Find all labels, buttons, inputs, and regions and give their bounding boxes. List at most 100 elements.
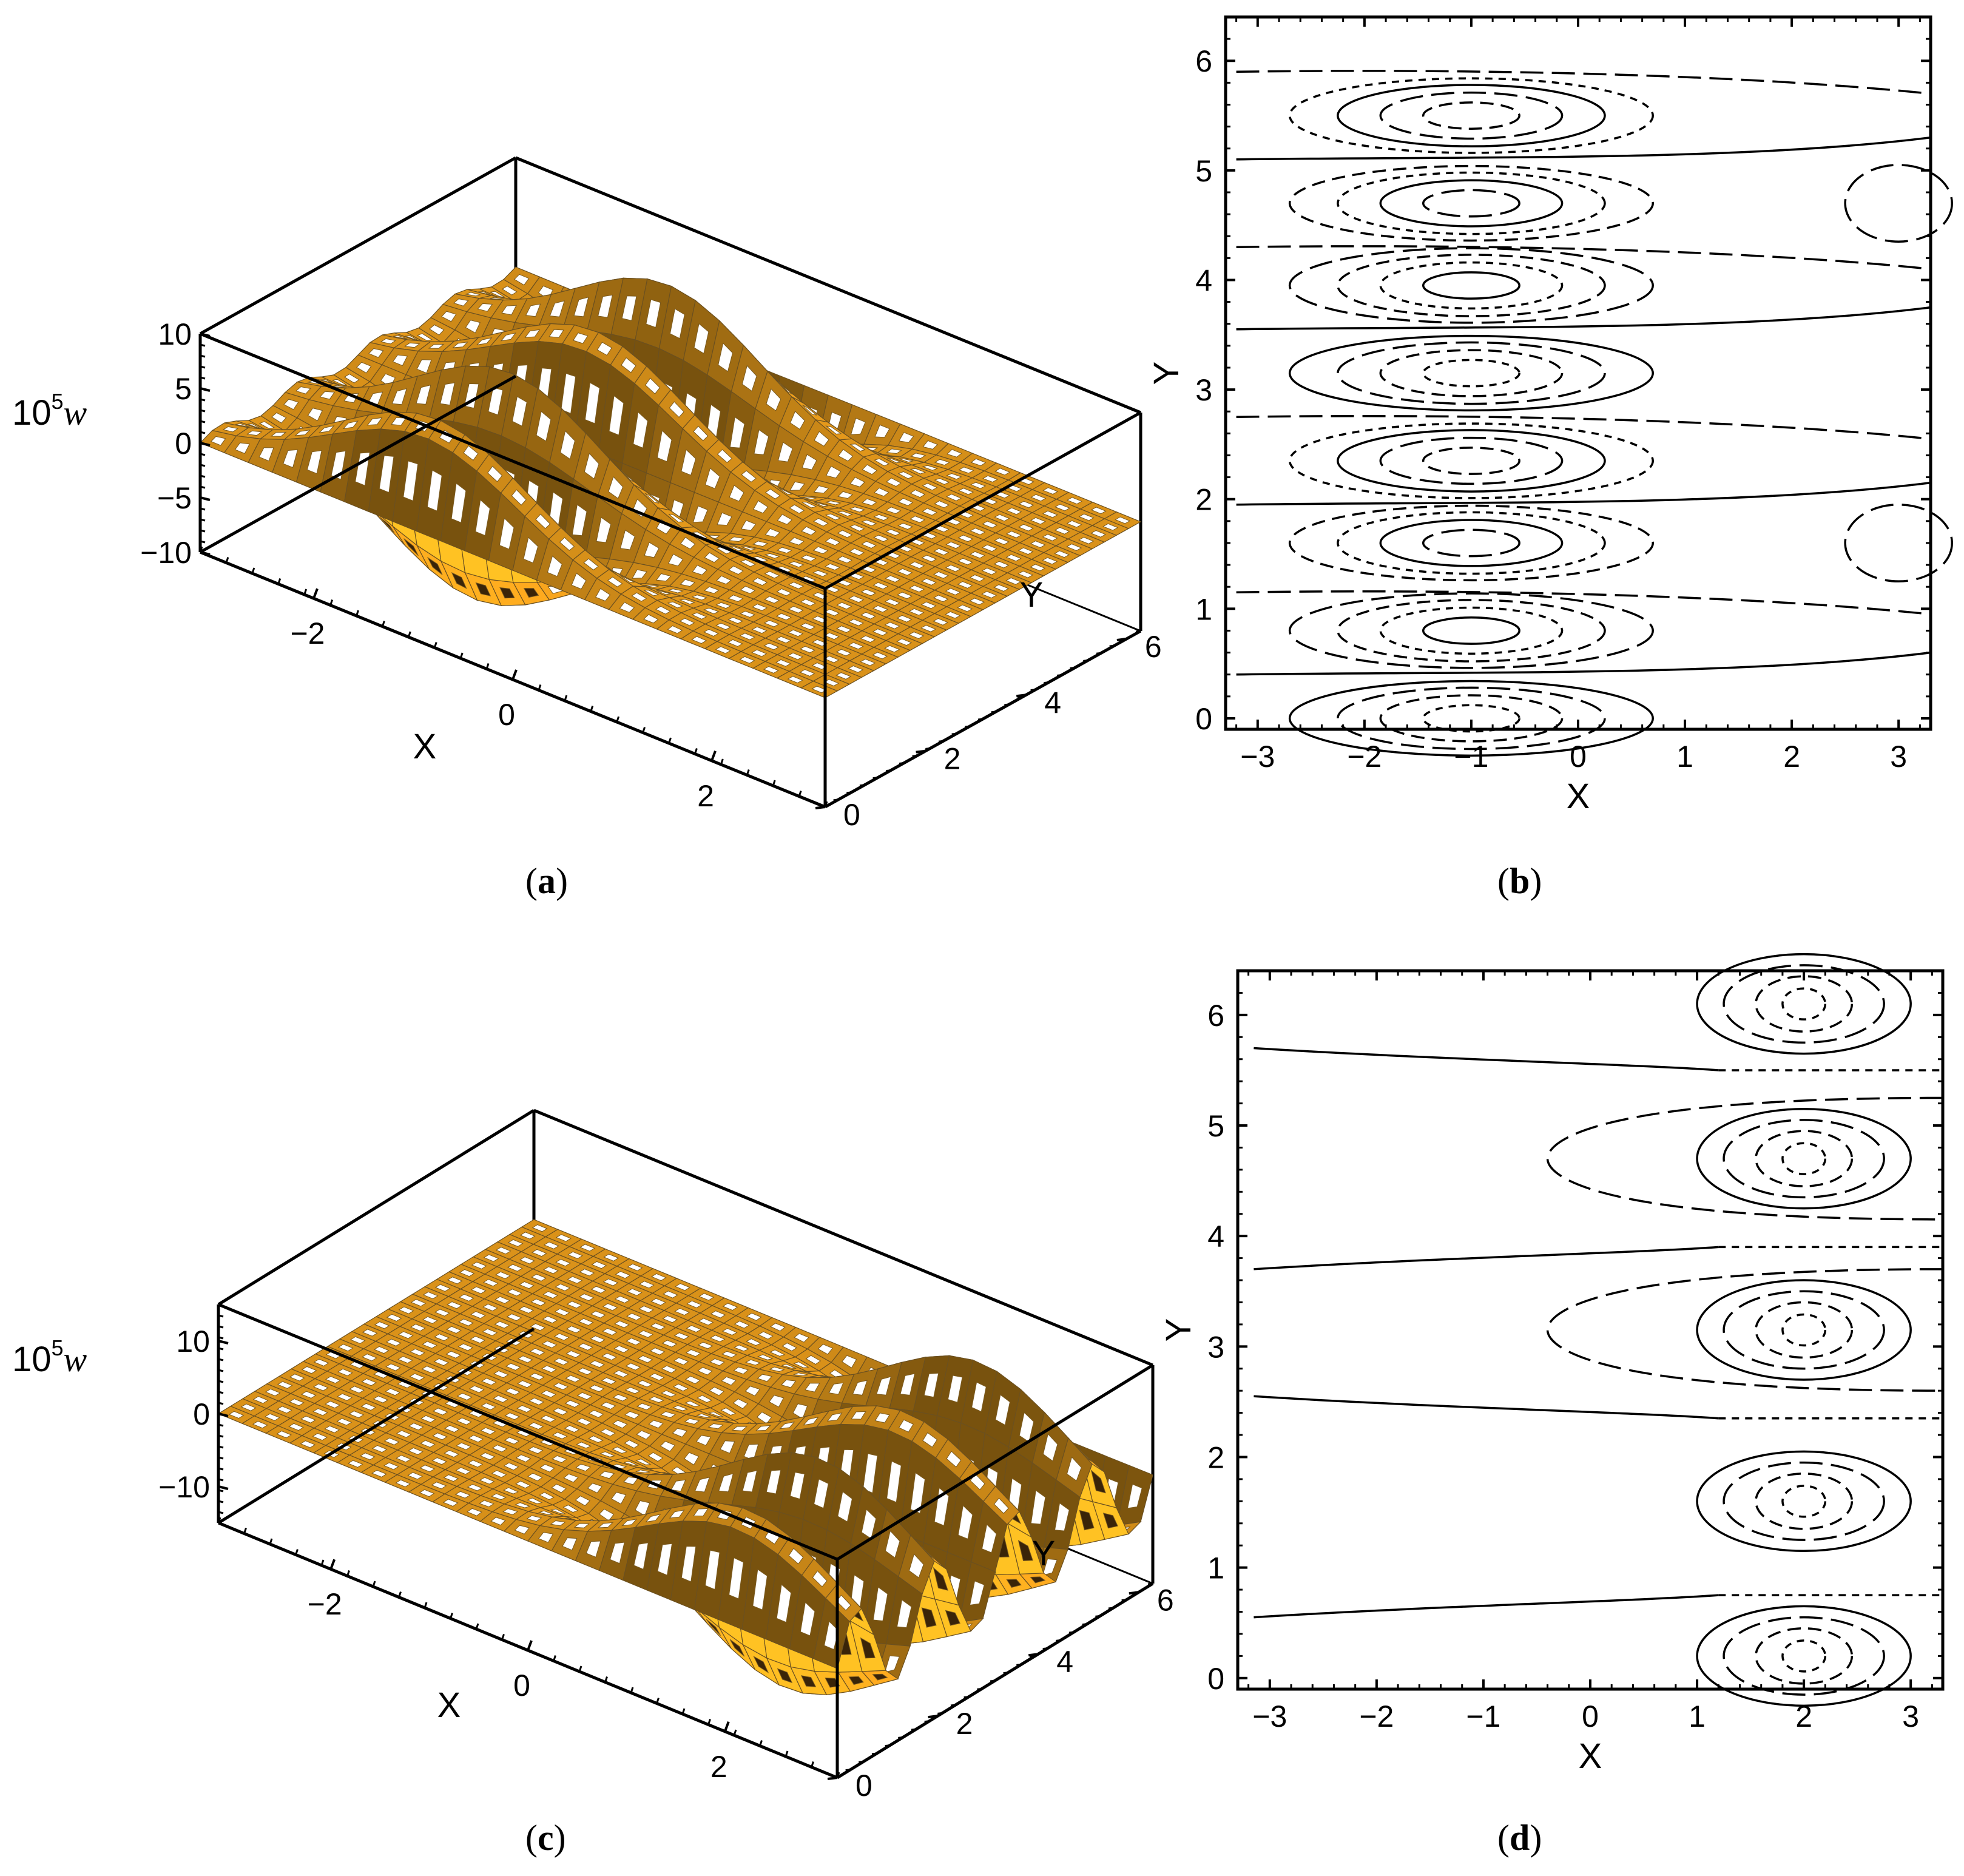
surface-hole xyxy=(958,467,974,474)
surface-hole xyxy=(757,1411,772,1425)
surface-hole xyxy=(478,1500,494,1508)
surface-hole xyxy=(681,449,697,476)
x-minor-tick xyxy=(346,1570,350,1576)
surface-hole xyxy=(667,589,684,593)
surface-hole xyxy=(408,1422,424,1431)
surface-hole xyxy=(706,1619,721,1636)
surface-hole xyxy=(896,592,913,599)
surface-hole xyxy=(595,588,611,602)
z-minor-tick xyxy=(200,464,206,467)
surface-hole xyxy=(507,1289,522,1297)
z-minor-tick xyxy=(200,354,206,358)
x-minor-tick xyxy=(433,642,437,648)
surface-hole xyxy=(1006,507,1022,515)
surface-mesh xyxy=(217,1219,1153,1696)
surface-hole xyxy=(621,357,636,373)
surface-hole xyxy=(395,1479,411,1488)
surface-hole xyxy=(684,1418,700,1425)
surface-hole xyxy=(751,626,768,634)
surface-hole xyxy=(812,546,829,555)
surface-hole xyxy=(459,1269,475,1277)
surface-hole xyxy=(734,1320,750,1329)
surface-hole xyxy=(703,629,720,637)
surface-hole xyxy=(874,458,890,467)
surface-hole xyxy=(452,341,469,348)
surface-hole xyxy=(374,1321,390,1329)
surface-hole xyxy=(945,564,962,572)
surface-hole xyxy=(777,514,793,525)
contour-loop xyxy=(1755,1130,1854,1187)
surface-hole xyxy=(385,1338,402,1346)
surface-hole xyxy=(823,632,840,640)
surface-hole xyxy=(553,1333,570,1341)
contour-loop xyxy=(1337,171,1606,235)
surface-hole xyxy=(337,1393,353,1401)
x-minor-tick xyxy=(668,737,672,744)
surface-hole xyxy=(431,1482,447,1490)
surface-hole xyxy=(609,1542,625,1564)
surface-hole xyxy=(981,567,997,575)
surface-hole xyxy=(679,599,696,605)
surface-hole xyxy=(561,373,576,414)
surface-hole xyxy=(886,1460,902,1503)
box-edge xyxy=(199,156,517,336)
surface-hole xyxy=(849,444,866,452)
surface-hole xyxy=(572,504,587,536)
surface-hole xyxy=(467,1508,482,1516)
z-minor-tick xyxy=(200,485,206,489)
surface-hole xyxy=(567,1276,583,1284)
surface-hole xyxy=(823,655,840,663)
y-minor-tick xyxy=(925,747,931,750)
surface-hole xyxy=(1066,497,1083,505)
surface-hole xyxy=(551,1483,567,1493)
surface-hole xyxy=(393,335,408,340)
surface-hole xyxy=(528,1397,545,1406)
z-minor-tick xyxy=(218,1402,224,1405)
z-minor-tick xyxy=(218,1391,224,1394)
x-tick-label: −1 xyxy=(1454,740,1488,774)
contour-loop xyxy=(1288,77,1654,154)
surface-hole xyxy=(602,1303,618,1311)
surface-hole xyxy=(835,626,852,633)
surface-hole xyxy=(781,1342,797,1352)
surface-hole xyxy=(300,1440,316,1448)
y-tick-label: 2 xyxy=(956,1707,973,1741)
surface-hole xyxy=(589,1360,606,1368)
x-minor-tick xyxy=(459,652,464,659)
surface-hole xyxy=(307,408,323,422)
surface-hole xyxy=(741,365,757,392)
surface-hole xyxy=(481,1402,496,1411)
surface-hole xyxy=(835,649,852,656)
contour-loop xyxy=(1723,1616,1885,1696)
x-minor-tick xyxy=(798,791,802,797)
surface-hole xyxy=(410,1299,427,1307)
surface-hole xyxy=(741,546,756,551)
surface-hole xyxy=(366,417,383,426)
surface-hole xyxy=(555,1283,571,1292)
surface-hole xyxy=(715,646,731,654)
surface-hole xyxy=(349,1336,366,1345)
surface-hole xyxy=(1066,1456,1082,1482)
surface-hole xyxy=(542,1315,558,1324)
surface-hole xyxy=(718,1473,734,1493)
y-minor-tick xyxy=(1083,659,1088,662)
x-minor-tick xyxy=(642,727,646,733)
surface-hole xyxy=(686,1300,703,1309)
surface-hole xyxy=(801,526,817,536)
surface-hole xyxy=(631,592,647,602)
surface-hole xyxy=(1017,1539,1033,1561)
surface-hole xyxy=(945,1610,960,1626)
surface-hole xyxy=(517,1355,533,1363)
surface-hole xyxy=(922,465,939,471)
surface-hole xyxy=(548,329,564,338)
surface-hole xyxy=(565,1325,582,1334)
surface-hole xyxy=(234,442,251,454)
surface-hole xyxy=(519,1232,536,1240)
surface-hole xyxy=(849,548,865,556)
surface-hole xyxy=(501,305,517,315)
contour-loop xyxy=(1844,164,1953,243)
surface-hole xyxy=(775,659,792,667)
surface-hole xyxy=(1018,501,1034,508)
surface-hole xyxy=(933,618,949,626)
surface-hole xyxy=(538,1510,554,1516)
